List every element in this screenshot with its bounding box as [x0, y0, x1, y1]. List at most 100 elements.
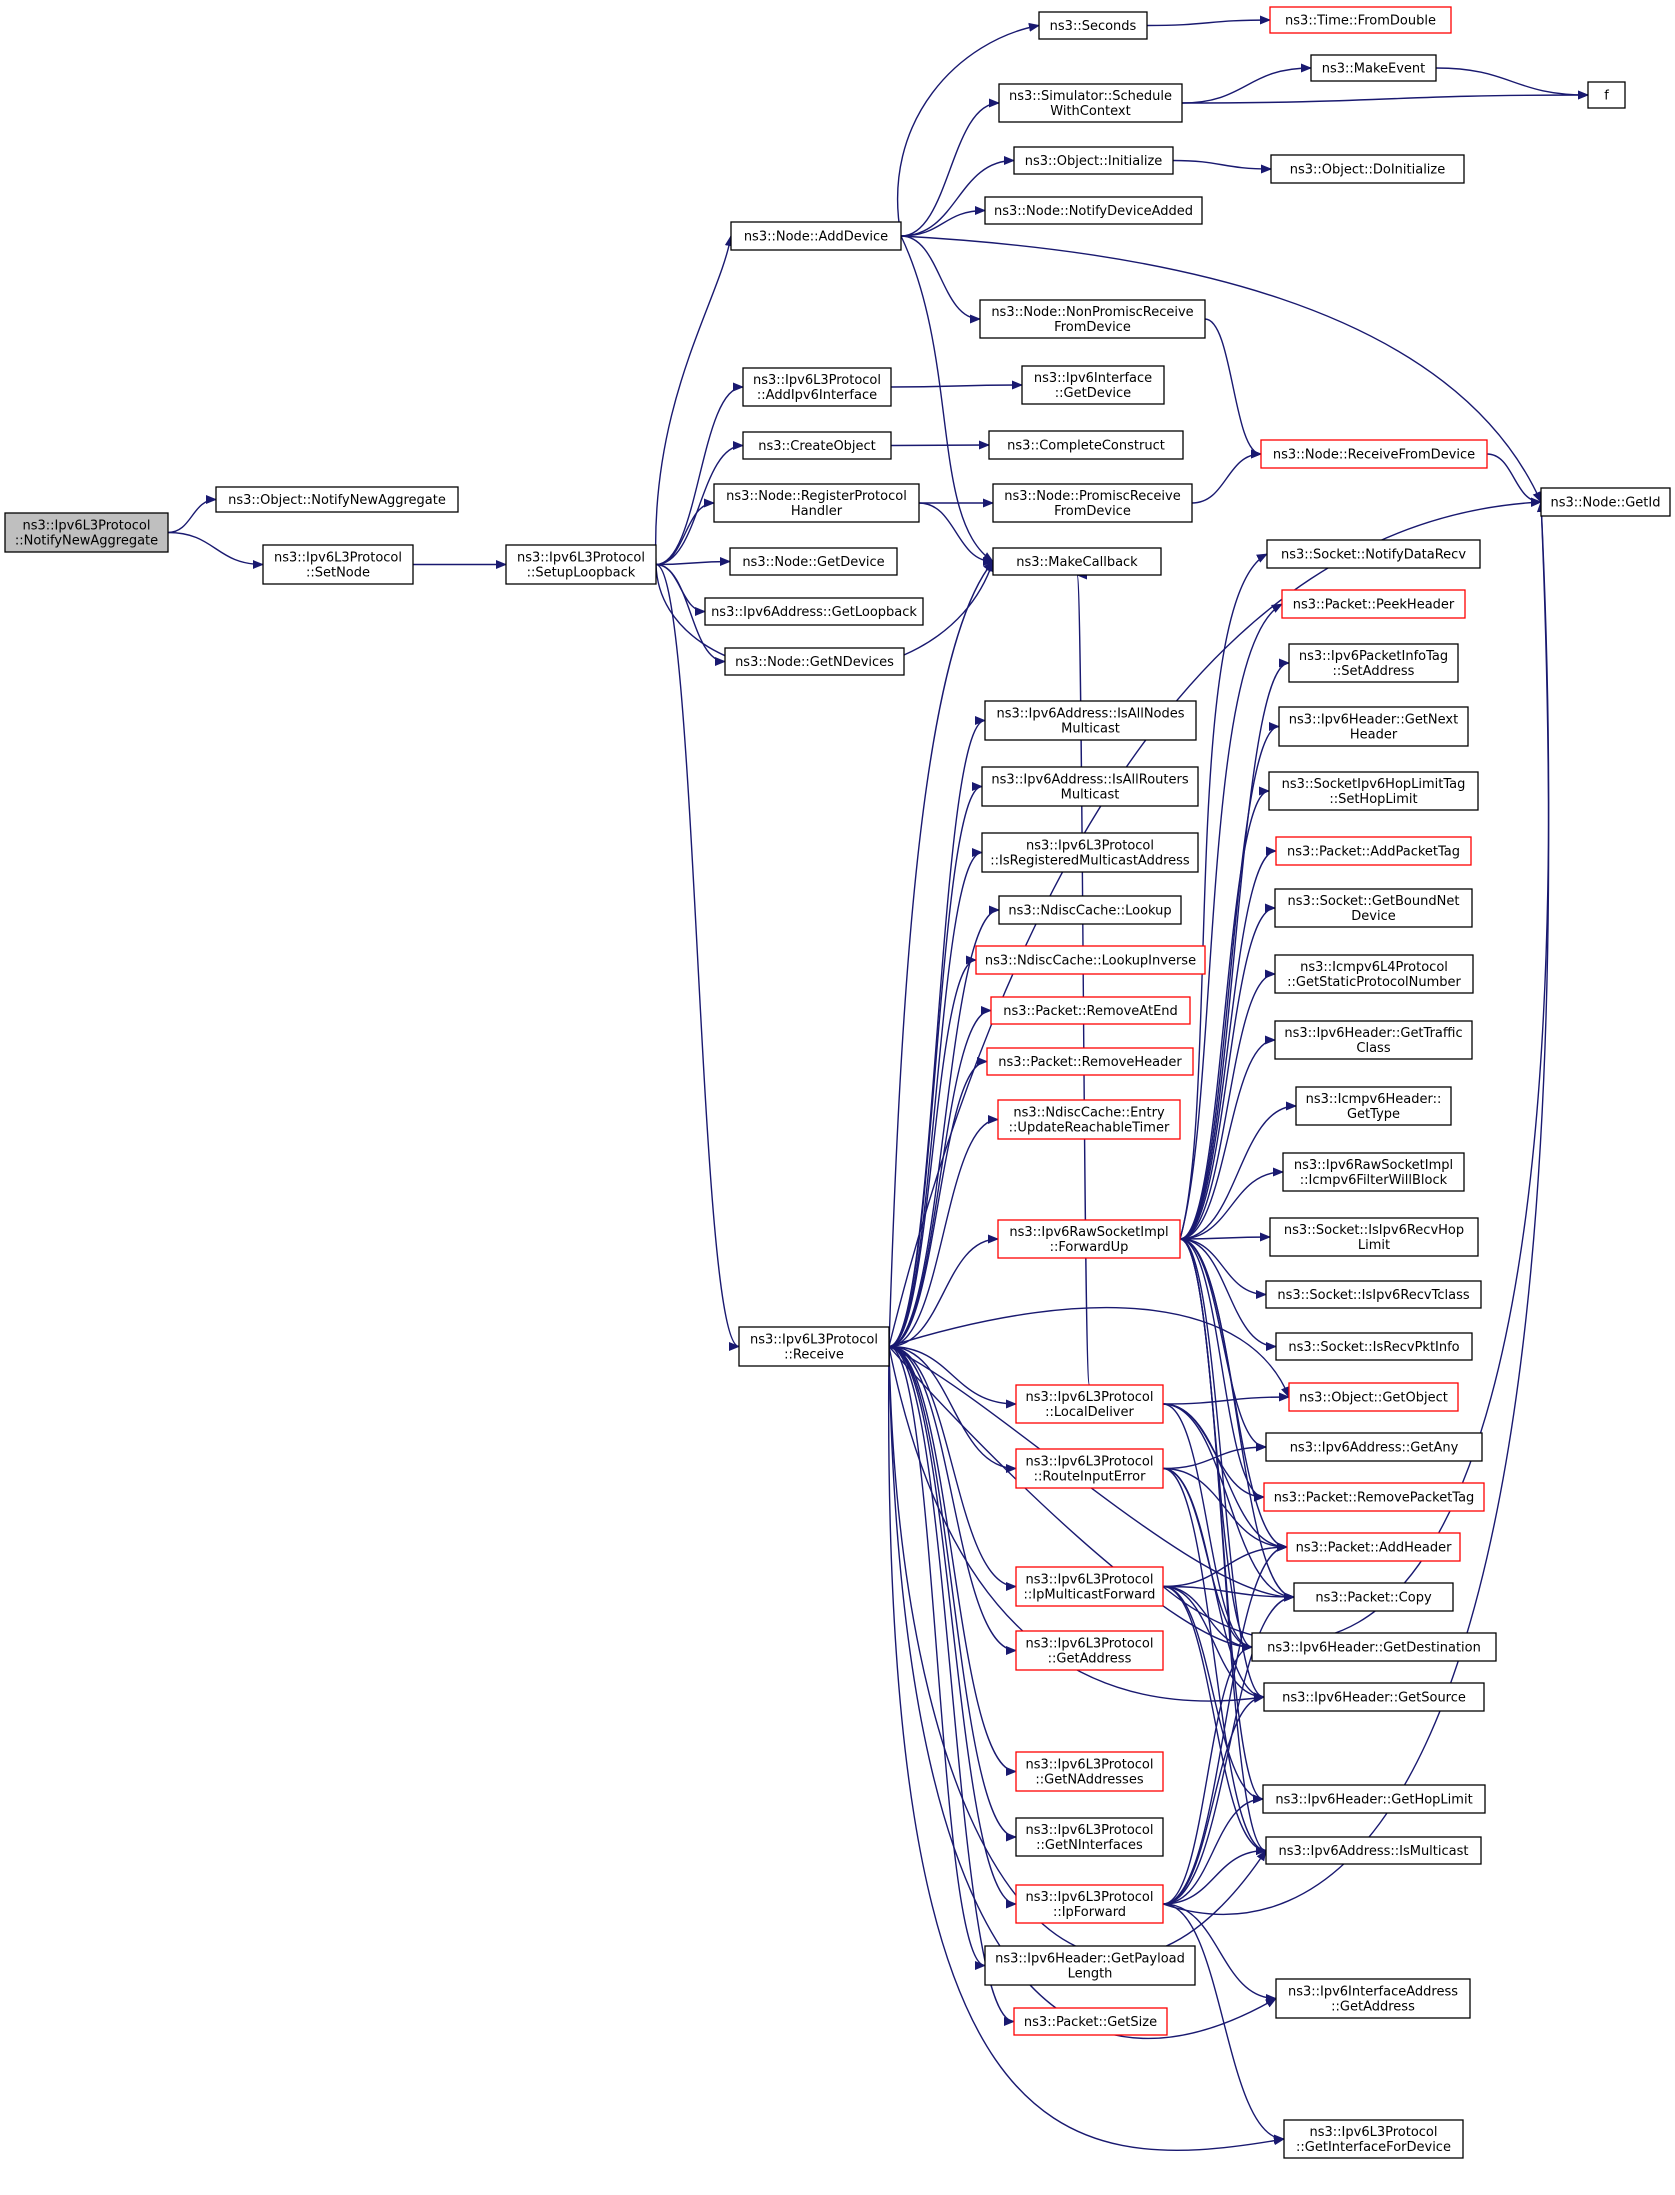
node-make-event[interactable]: ns3::MakeEvent: [1310, 54, 1437, 82]
node-create-object[interactable]: ns3::CreateObject: [742, 431, 892, 460]
node-complete-construct[interactable]: ns3::CompleteConstruct: [988, 430, 1184, 460]
node-pkt-removetag[interactable]: ns3::Packet::RemovePacketTag: [1263, 1482, 1485, 1512]
node-label-line: ns3::Ipv6Address::GetAny: [1290, 1441, 1459, 1456]
node-pkt-peekheader[interactable]: ns3::Packet::PeekHeader: [1281, 589, 1466, 619]
node-ip-mcast-fwd[interactable]: ns3::Ipv6L3Protocol::IpMulticastForward: [1015, 1566, 1164, 1607]
node-route-input-err[interactable]: ns3::Ipv6L3Protocol::RouteInputError: [1015, 1448, 1164, 1489]
call-edge-raw_forwardup-to-addr_getany: [1179, 1238, 1268, 1452]
node-get-ninterfaces[interactable]: ns3::Ipv6L3Protocol::GetNInterfaces: [1015, 1817, 1164, 1857]
call-edge-receive-to-ip_forward: [888, 1345, 1018, 1909]
node-icmp-gettype[interactable]: ns3::Icmpv6Header::GetType: [1295, 1086, 1452, 1126]
call-edge-raw_forwardup-to-is_recv_hop: [1179, 1232, 1272, 1242]
node-make-callback[interactable]: ns3::MakeCallback: [992, 547, 1162, 576]
call-edge-create_object-to-complete_construct: [890, 440, 991, 450]
node-raw-forwardup[interactable]: ns3::Ipv6RawSocketImpl::ForwardUp: [997, 1219, 1181, 1259]
node-add-ipv6-iface[interactable]: ns3::Ipv6L3Protocol::AddIpv6Interface: [742, 367, 892, 407]
node-get-iface-for-dev[interactable]: ns3::Ipv6L3Protocol::GetInterfaceForDevi…: [1283, 2119, 1464, 2159]
node-box: [1038, 11, 1148, 40]
node-obj-doinit[interactable]: ns3::Object::DoInitialize: [1270, 154, 1465, 184]
node-sock-notify-data[interactable]: ns3::Socket::NotifyDataRecv: [1266, 539, 1481, 569]
node-pktinfo-setaddr[interactable]: ns3::Ipv6PacketInfoTag::SetAddress: [1288, 643, 1459, 683]
node-node-getdevice[interactable]: ns3::Node::GetDevice: [729, 547, 898, 576]
node-box: [1266, 539, 1481, 569]
node-ndisc-update[interactable]: ns3::NdiscCache::Entry::UpdateReachableT…: [997, 1099, 1181, 1140]
call-edge-local_deliver-to-make_callback: [1075, 571, 1091, 1386]
node-ifaddr-getaddr[interactable]: ns3::Ipv6InterfaceAddress::GetAddress: [1275, 1978, 1471, 2019]
node-label-line: ns3::Icmpv6L4Protocol: [1300, 960, 1448, 975]
node-label-line: ::IpMulticastForward: [1024, 1588, 1156, 1603]
node-get-address[interactable]: ns3::Ipv6L3Protocol::GetAddress: [1015, 1630, 1164, 1671]
node-is-reg-mcast[interactable]: ns3::Ipv6L3Protocol::IsRegisteredMultica…: [981, 832, 1199, 873]
node-obj-initialize[interactable]: ns3::Object::Initialize: [1013, 146, 1174, 175]
call-edge-receive-to-ndisc_update: [888, 1115, 1000, 1348]
node-hoplimit-tag[interactable]: ns3::SocketIpv6HopLimitTag::SetHopLimit: [1268, 771, 1479, 811]
call-edge-promisc-to-recv_from_device: [1191, 449, 1263, 504]
node-ndisc-lookup-inv[interactable]: ns3::NdiscCache::LookupInverse: [975, 945, 1206, 975]
node-is-recv-tclass[interactable]: ns3::Socket::IsIpv6RecvTclass: [1265, 1280, 1482, 1309]
node-iface-getdevice[interactable]: ns3::Ipv6Interface::GetDevice: [1021, 365, 1165, 405]
node-local-deliver[interactable]: ns3::Ipv6L3Protocol::LocalDeliver: [1015, 1384, 1164, 1424]
node-time-from-double[interactable]: ns3::Time::FromDouble: [1269, 6, 1452, 34]
node-notify-dev-added[interactable]: ns3::Node::NotifyDeviceAdded: [984, 196, 1203, 225]
node-box: [979, 299, 1206, 339]
node-node-add-device[interactable]: ns3::Node::AddDevice: [730, 221, 902, 251]
call-edge-raw_forwardup-to-hdr_getnext: [1179, 722, 1281, 1240]
node-pkt-copy[interactable]: ns3::Packet::Copy: [1293, 1582, 1454, 1612]
node-ip-forward[interactable]: ns3::Ipv6L3Protocol::IpForward: [1015, 1884, 1164, 1924]
node-box: [4, 512, 169, 553]
call-edge-raw_forwardup-to-raw_filter: [1179, 1167, 1285, 1240]
node-receive[interactable]: ns3::Ipv6L3Protocol::Receive: [738, 1326, 890, 1367]
node-pkt-removeatend[interactable]: ns3::Packet::RemoveAtEnd: [990, 996, 1191, 1025]
node-label-line: ns3::Node::AddDevice: [744, 230, 888, 245]
node-addr-ismulticast[interactable]: ns3::Ipv6Address::IsMulticast: [1265, 1836, 1482, 1865]
call-edge-node_add_device-to-make_callback: [900, 235, 994, 563]
node-set-node[interactable]: ns3::Ipv6L3Protocol::SetNode: [262, 544, 414, 585]
node-ndisc-lookup[interactable]: ns3::NdiscCache::Lookup: [998, 895, 1182, 925]
node-node-getid[interactable]: ns3::Node::GetId: [1540, 487, 1671, 517]
node-root[interactable]: ns3::Ipv6L3Protocol::NotifyNewAggregate: [4, 512, 169, 553]
node-pkt-removeheader[interactable]: ns3::Packet::RemoveHeader: [986, 1047, 1194, 1076]
node-f[interactable]: f: [1587, 81, 1626, 109]
node-is-recv-pktinfo[interactable]: ns3::Socket::IsRecvPktInfo: [1275, 1332, 1473, 1361]
node-setup-loopback[interactable]: ns3::Ipv6L3Protocol::SetupLoopback: [505, 544, 657, 585]
call-edge-receive-to-make_callback: [888, 560, 994, 1347]
node-obj-getobject[interactable]: ns3::Object::GetObject: [1288, 1382, 1459, 1412]
node-seconds[interactable]: ns3::Seconds: [1038, 11, 1148, 40]
node-hdr-getdest[interactable]: ns3::Ipv6Header::GetDestination: [1251, 1632, 1497, 1662]
node-addr-getany[interactable]: ns3::Ipv6Address::GetAny: [1265, 1432, 1483, 1462]
node-recv-from-device[interactable]: ns3::Node::ReceiveFromDevice: [1260, 439, 1488, 469]
node-label-line: ns3::Icmpv6Header::: [1306, 1092, 1442, 1107]
node-node-getndevices[interactable]: ns3::Node::GetNDevices: [724, 647, 905, 676]
node-addr-getloopback[interactable]: ns3::Ipv6Address::GetLoopback: [704, 597, 924, 626]
node-notify-new-agg[interactable]: ns3::Object::NotifyNewAggregate: [215, 486, 459, 513]
call-edge-receive-to-pkt_getsize: [888, 1345, 1016, 2026]
call-edge-raw_forwardup-to-is_recv_pktinfo: [1179, 1238, 1278, 1351]
call-edge-setup_loopback-to-node_add_device: [654, 234, 734, 565]
node-label-line: ns3::Ipv6L3Protocol: [274, 551, 402, 566]
node-pkt-addheader[interactable]: ns3::Packet::AddHeader: [1286, 1532, 1461, 1562]
node-icmp-static-proto[interactable]: ns3::Icmpv6L4Protocol::GetStaticProtocol…: [1274, 954, 1474, 994]
node-pkt-getsize[interactable]: ns3::Packet::GetSize: [1013, 2007, 1168, 2036]
node-get-naddresses[interactable]: ns3::Ipv6L3Protocol::GetNAddresses: [1015, 1751, 1164, 1792]
node-label-line: ns3::Packet::Copy: [1315, 1591, 1432, 1606]
node-hdr-gethoplimit[interactable]: ns3::Ipv6Header::GetHopLimit: [1262, 1784, 1486, 1814]
node-raw-filter[interactable]: ns3::Ipv6RawSocketImpl::Icmpv6FilterWill…: [1282, 1152, 1465, 1192]
node-hdr-getsource[interactable]: ns3::Ipv6Header::GetSource: [1263, 1682, 1485, 1712]
node-box: [1269, 6, 1452, 34]
node-label-line: f: [1604, 89, 1609, 104]
node-label-line: ns3::Ipv6Header::GetSource: [1282, 1691, 1466, 1706]
call-edge-setup_loopback-to-node_getndevices: [655, 563, 727, 666]
node-pkt-addtag[interactable]: ns3::Packet::AddPacketTag: [1275, 836, 1472, 866]
node-label-line: ns3::Ipv6Header::GetHopLimit: [1275, 1793, 1472, 1808]
